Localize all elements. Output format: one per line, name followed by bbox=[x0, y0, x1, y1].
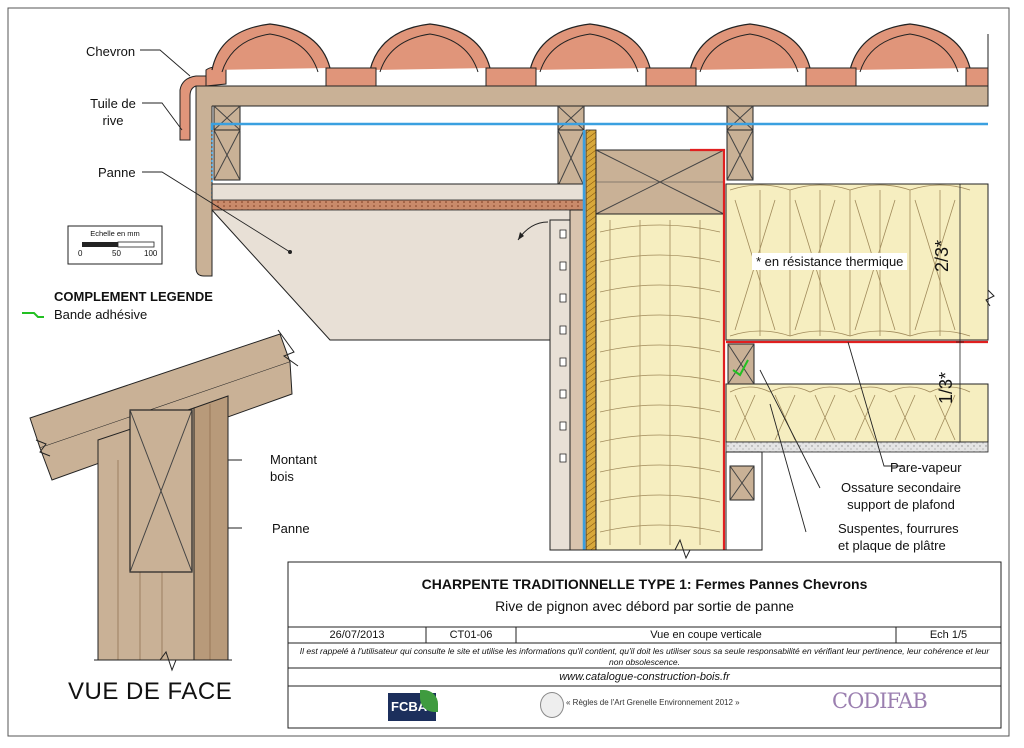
label-pare-vapeur: Pare-vapeur bbox=[890, 460, 962, 475]
break-line-bottom bbox=[550, 538, 762, 560]
title-block-url: www.catalogue-construction-bois.fr bbox=[559, 671, 730, 683]
label-vue-de-face: VUE DE FACE bbox=[68, 678, 233, 705]
label-ossature-line2: support de plafond bbox=[847, 497, 955, 512]
scale-tick-50: 50 bbox=[112, 249, 121, 258]
soffit-board bbox=[211, 199, 585, 211]
scale-tick-100: 100 bbox=[144, 249, 158, 258]
complement-legend-title: COMPLEMENT LEGENDE bbox=[54, 289, 213, 304]
title-block-scale: Ech 1/5 bbox=[929, 629, 968, 641]
leader-lines bbox=[140, 49, 904, 533]
scale-title: Echelle en mm bbox=[90, 229, 140, 238]
label-ratio-2-3: 2/3* bbox=[932, 239, 952, 272]
front-view bbox=[29, 329, 299, 672]
label-resistance: * en résistance thermique bbox=[752, 253, 908, 270]
title-block bbox=[287, 561, 1002, 729]
label-suspentes-line2: et plaque de plâtre bbox=[838, 538, 946, 553]
label-ossature-line1: Ossature secondaire bbox=[841, 480, 961, 495]
label-tuile-de-rive-line2: rive bbox=[102, 113, 124, 128]
scale-tick-0: 0 bbox=[78, 249, 83, 258]
title-block-view: Vue en coupe verticale bbox=[650, 629, 762, 641]
scale-bar bbox=[67, 225, 163, 265]
title-block-date: 26/07/2013 bbox=[329, 629, 385, 641]
fcba-leaf-icon bbox=[420, 690, 438, 712]
battens bbox=[213, 105, 754, 187]
rafter bbox=[195, 85, 989, 107]
membrane-top bbox=[210, 122, 988, 130]
label-ratio-1-3: 1/3* bbox=[936, 371, 956, 404]
tape-legend-line bbox=[22, 312, 44, 318]
regles-logo: « Règles de l'Art Grenelle Environnement… bbox=[566, 698, 740, 707]
label-ossature: Ossature secondaire support de plafond bbox=[826, 479, 976, 513]
codifab-logo: CODIFAB bbox=[832, 689, 928, 713]
label-tuile-de-rive: Tuile de rive bbox=[84, 95, 142, 129]
vapour-barrier-wall bbox=[690, 148, 726, 550]
label-montant-bois: Montant bois bbox=[270, 451, 317, 485]
title-block-title: CHARPENTE TRADITIONNELLE TYPE 1: Fermes … bbox=[421, 576, 868, 592]
title-block-subtitle: Rive de pignon avec débord par sortie de… bbox=[495, 598, 794, 614]
frame-border bbox=[7, 7, 1010, 737]
wall-section bbox=[549, 129, 726, 551]
label-montant-bois-line2: bois bbox=[270, 469, 294, 484]
label-panne-face: Panne bbox=[272, 521, 310, 536]
label-tuile-de-rive-line1: Tuile de bbox=[90, 96, 136, 111]
label-montant-bois-line1: Montant bbox=[270, 452, 317, 467]
label-suspentes: Suspentes, fourrures et plaque de plâtre bbox=[838, 520, 959, 554]
rafter-end bbox=[195, 86, 213, 277]
label-chevron: Chevron bbox=[86, 44, 136, 59]
title-block-disclaimer: Il est rappelé à l'utilisateur qui consu… bbox=[299, 646, 990, 667]
label-suspentes-line1: Suspentes, fourrures bbox=[838, 521, 959, 536]
label-bande-adhesive: Bande adhésive bbox=[54, 307, 148, 322]
title-block-ref: CT01-06 bbox=[449, 629, 493, 641]
label-panne-top: Panne bbox=[98, 165, 136, 180]
regles-seal-icon bbox=[540, 692, 564, 718]
roof-tiles bbox=[205, 23, 989, 87]
